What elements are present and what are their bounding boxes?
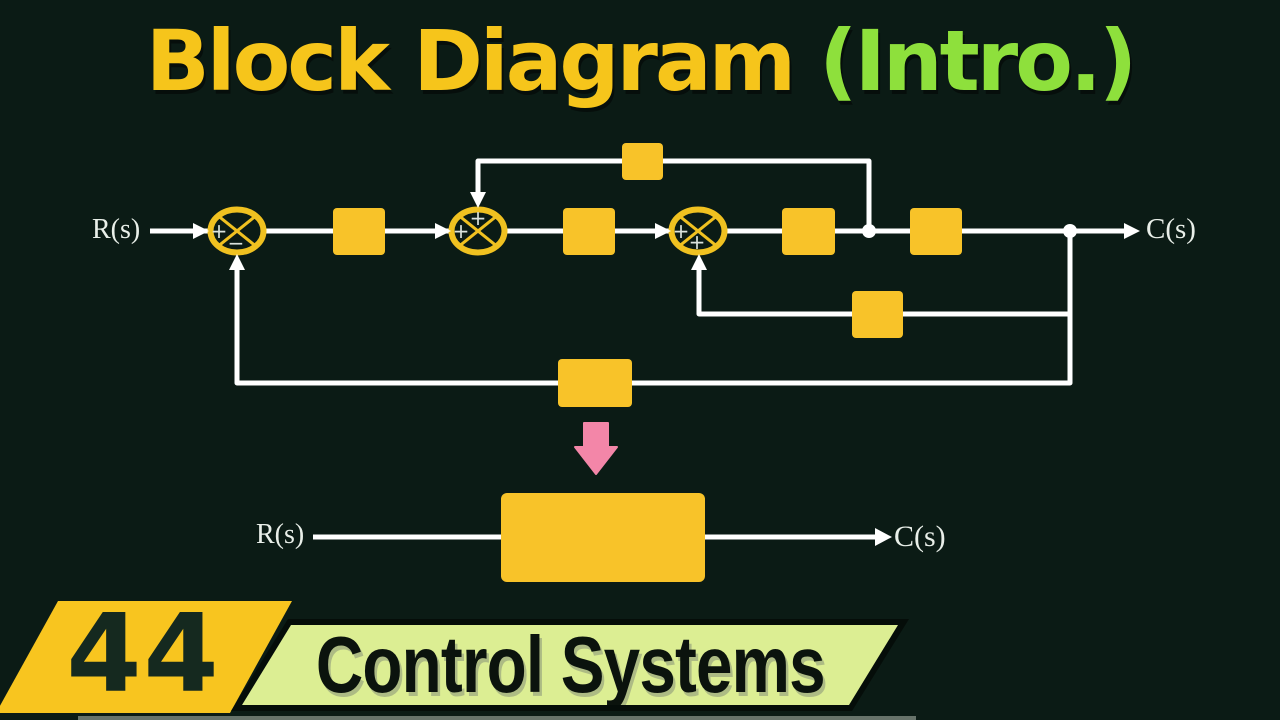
title-main: Block Diagram bbox=[145, 12, 796, 110]
episode-badge: 44 bbox=[0, 592, 292, 717]
title-intro: (Intro.) bbox=[819, 12, 1137, 110]
arrowhead bbox=[435, 223, 451, 239]
series-banner: Control Systems bbox=[231, 619, 909, 711]
sign-plus: + bbox=[673, 219, 690, 243]
arrowhead bbox=[193, 223, 209, 239]
reduction-arrow-icon bbox=[574, 422, 618, 475]
sign-plus: + bbox=[470, 206, 487, 230]
arrowhead bbox=[470, 192, 486, 208]
summing-junction-3: + + bbox=[668, 206, 728, 256]
sign-minus: − bbox=[228, 231, 245, 255]
outer-feedback-wire bbox=[234, 231, 1073, 386]
arrowhead bbox=[691, 254, 707, 270]
input-label: R(s) bbox=[92, 214, 141, 245]
forward-block-4 bbox=[910, 208, 962, 255]
forward-block-2 bbox=[563, 208, 615, 255]
takeoff-point-1 bbox=[862, 224, 876, 238]
episode-number: 44 bbox=[66, 592, 221, 717]
page-title: Block Diagram (Intro.) bbox=[0, 2, 1280, 120]
simplified-input-label: R(s) bbox=[256, 519, 305, 550]
summing-junction-1: + − bbox=[207, 206, 267, 256]
arrowhead bbox=[229, 254, 245, 270]
outer-feedback-block bbox=[558, 359, 632, 407]
top-feedback-block bbox=[622, 143, 663, 180]
arrowhead bbox=[655, 223, 671, 239]
output-label: C(s) bbox=[1146, 213, 1196, 245]
top-feedback-wire bbox=[475, 158, 872, 231]
arrowhead bbox=[1124, 223, 1140, 239]
summing-junction-2: + + bbox=[448, 206, 508, 256]
equivalent-block bbox=[501, 493, 705, 582]
inner-feedback-block bbox=[852, 291, 903, 338]
series-banner-fill: Control Systems bbox=[242, 620, 898, 709]
takeoff-point-2 bbox=[1063, 224, 1077, 238]
sign-plus: + bbox=[211, 219, 228, 243]
arrowhead bbox=[875, 528, 892, 546]
bottom-divider bbox=[78, 716, 916, 720]
sign-plus: + bbox=[689, 230, 706, 254]
simplified-output-label: C(s) bbox=[894, 520, 946, 553]
forward-block-1 bbox=[333, 208, 385, 255]
sign-plus: + bbox=[453, 219, 470, 243]
series-title: Control Systems bbox=[315, 620, 826, 709]
forward-block-3 bbox=[782, 208, 835, 255]
